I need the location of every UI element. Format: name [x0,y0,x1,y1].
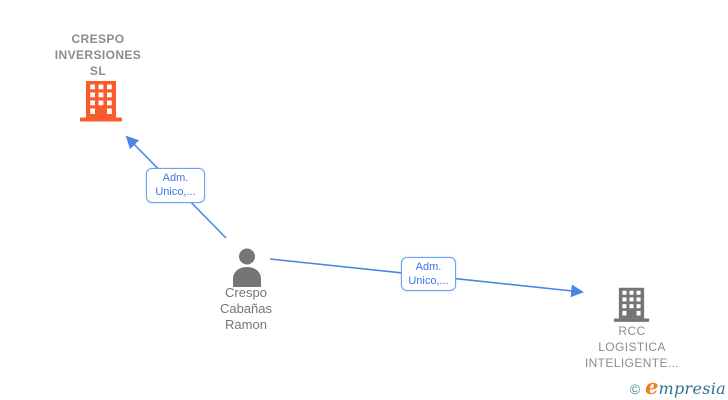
label-line: SL [89,64,107,78]
edge-label-line: Unico,... [408,275,449,287]
label-line: INVERSIONES [54,48,142,62]
node-label-crespo-cabanas-ramon[interactable]: Crespo Cabañas Ramon [182,285,310,333]
brand-initial: e [645,374,659,399]
label-line: Cabañas [219,301,273,316]
edge-label-line: Adm. [415,261,442,273]
label-line: LOGISTICA [598,340,666,354]
person-icon[interactable] [231,248,263,292]
edge-label-adm-unico-1[interactable]: Adm. Unico,... [146,168,205,203]
edge-label-line: Unico,... [155,186,196,198]
label-line: RCC [618,324,646,338]
building-icon[interactable] [79,81,123,127]
label-line: CRESPO [71,32,125,46]
label-line: Crespo [225,285,267,300]
empresia-logo: © empresia [630,374,726,399]
label-line: Ramon [225,317,267,332]
brand-rest: mpresia [658,379,726,398]
copyright-icon: © [629,381,641,397]
label-line: INTELIGENTE... [584,356,680,370]
building-icon[interactable] [613,287,650,328]
edge-label-adm-unico-2[interactable]: Adm. Unico,... [401,257,456,291]
brand-wordmark: empresia [645,374,726,399]
node-label-crespo-inversiones[interactable]: CRESPO INVERSIONES SL [24,31,172,79]
edge-label-line: Adm. [162,172,189,184]
node-label-rcc-logistica[interactable]: RCC LOGISTICA INTELIGENTE... [557,323,707,371]
